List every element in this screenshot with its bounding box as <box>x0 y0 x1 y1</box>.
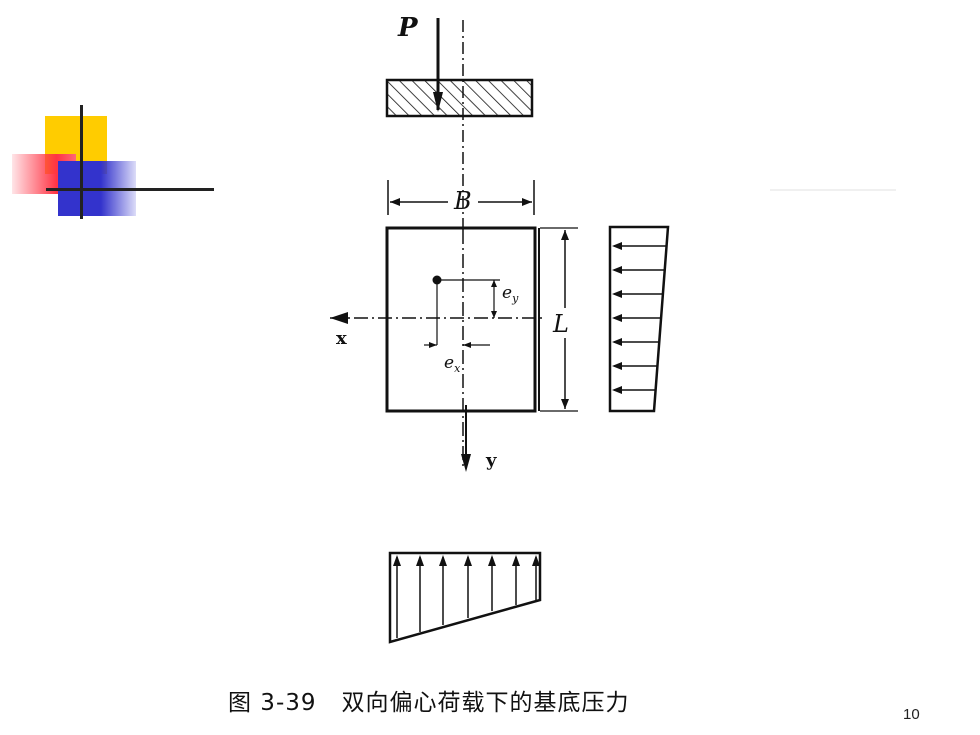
dim-b-arrow-right <box>522 198 532 206</box>
label-ex: ex <box>444 353 461 375</box>
ex-arrow-left <box>429 342 437 348</box>
dim-l-arrow-top <box>561 230 569 240</box>
ey-arrow-top <box>491 280 497 287</box>
dim-l-arrow-bottom <box>561 399 569 409</box>
label-y: y <box>485 450 497 471</box>
pressure-diagram-l-direction <box>608 225 670 413</box>
pressure-arrowheads-b-direction <box>393 555 540 566</box>
label-p: P <box>397 13 419 43</box>
pressure-arrows-b-direction <box>396 557 537 638</box>
label-l: L <box>552 310 569 338</box>
figure-caption: 图 3-39 双向偏心荷载下的基底压力 <box>228 690 630 716</box>
label-ey: ey <box>502 283 519 305</box>
decor-vertical-line <box>80 105 83 219</box>
x-axis-arrow <box>330 312 348 324</box>
loading-plate <box>385 78 534 118</box>
foundation-base <box>385 226 537 413</box>
page-number: 10 <box>903 706 920 723</box>
ex-arrow-right <box>463 342 471 348</box>
ey-arrow-bottom <box>491 311 497 318</box>
pressure-arrowheads-l-direction <box>612 242 622 394</box>
decor-faint-rule <box>770 189 896 191</box>
pressure-diagram-b-direction <box>388 551 542 644</box>
decor-horizontal-line <box>46 188 214 191</box>
label-b: B <box>453 187 472 215</box>
label-x: x <box>336 328 347 349</box>
dim-b-arrow-left <box>390 198 400 206</box>
y-axis-arrow <box>461 454 471 472</box>
